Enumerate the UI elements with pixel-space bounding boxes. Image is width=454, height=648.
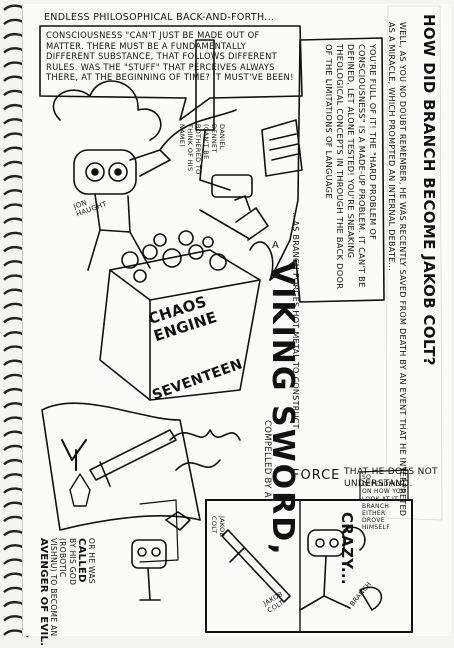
consciousness-quote: CONSCIOUSNESS "CAN'T JUST BE MADE OUT OF… bbox=[46, 30, 294, 82]
avenger-line: OR HE WAS bbox=[87, 538, 96, 584]
avenger-line: CALLED bbox=[76, 538, 88, 583]
rebuttal-text: YOU'RE FULL OF IT! THE "HARD PROBLEM OF … bbox=[324, 44, 378, 290]
robot-vishnu bbox=[131, 539, 167, 569]
lamp-arm bbox=[195, 39, 215, 131]
viking-a: A bbox=[272, 240, 280, 251]
label-jakob-colt-left: JAKOB COLT bbox=[210, 516, 226, 538]
label-daniel-dennet: DANIEL DENNET (CAN'T BE BOTHERED TO THIN… bbox=[178, 124, 226, 175]
sword-left bbox=[89, 429, 177, 481]
avenger-line: BY HIS GOD bbox=[68, 538, 77, 586]
robot-head-jon bbox=[73, 149, 137, 195]
force-word: FORCE bbox=[292, 468, 341, 483]
avenger-line: AVENGER OF EVIL. bbox=[38, 538, 50, 647]
chaos-engine-box bbox=[99, 249, 261, 401]
rebuttal-bubble bbox=[269, 37, 385, 303]
avenger-line: (ROBOTIC bbox=[58, 538, 68, 578]
depending-text: SO DEPENDING ON HOW YOU LOOK AT IT, BRAN… bbox=[362, 474, 406, 532]
sketchbook-page bbox=[22, 4, 451, 636]
crazy-text: CRAZY... bbox=[338, 512, 356, 585]
avenger-text: OR HE WAS CALLED BY HIS GOD (ROBOTIC VIS… bbox=[38, 538, 97, 648]
avenger-line: VISHNU) TO BECOME AN bbox=[49, 538, 58, 637]
page-title: HOW DID BRANCH BECOME JAKOB COLT? bbox=[420, 14, 438, 366]
consciousness-box bbox=[39, 25, 303, 121]
compelled-text: COMPELLED BY A bbox=[262, 420, 272, 498]
not-understand-text: THAT HE DOES NOT UNDERSTAND. bbox=[344, 467, 438, 489]
bottom-panel-frame bbox=[205, 499, 413, 633]
intro-text: WELL, AS YOU NO DOUBT REMEMBER, HE WAS R… bbox=[387, 22, 407, 517]
book-icon bbox=[261, 119, 303, 177]
header-caption: ENDLESS PHILOSOPHICAL BACK-AND-FORTH... bbox=[44, 12, 275, 23]
banner-flag bbox=[41, 402, 201, 531]
